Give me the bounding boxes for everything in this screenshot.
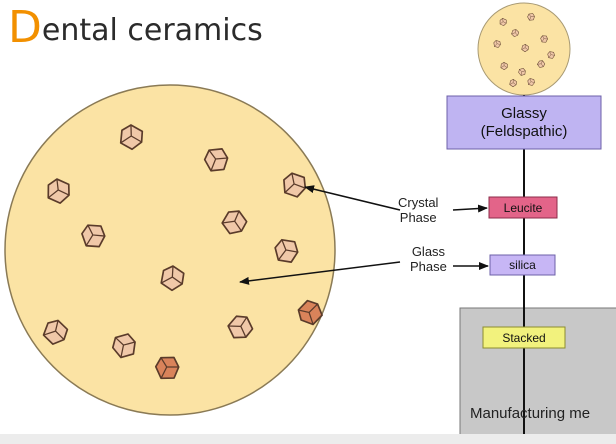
crystal-icon: [227, 315, 254, 339]
stacked-label: Stacked: [502, 330, 546, 345]
crystal-group: [42, 124, 323, 380]
crystal-icon: [160, 265, 185, 292]
slide-title: Dental ceramics: [8, 6, 263, 50]
crystal-icon: [119, 124, 144, 151]
crystal-to-leucite-arrow: [452, 204, 488, 213]
small-crystal-icon: [527, 13, 535, 21]
glassy-text: Glassy: [501, 104, 547, 122]
stacked-box: [482, 326, 566, 349]
crystal-phase-label: Crystal Phase: [398, 195, 438, 225]
small-crystal-icon: [511, 29, 520, 37]
crystal-icon: [81, 224, 106, 248]
footer-bar: [0, 434, 616, 444]
glass-phase-label: Glass Phase: [410, 244, 447, 274]
silica-box: [489, 254, 556, 276]
crystal-icon: [203, 148, 229, 172]
crystal-icon: [283, 172, 307, 198]
crystal-icon: [154, 356, 180, 380]
small-crystal-icon: [521, 44, 529, 53]
glassy-box: [446, 95, 602, 150]
glassy-box-label: Glassy (Feldspathic): [447, 96, 601, 149]
glass-phase-label-text: Glass Phase: [410, 244, 447, 274]
crystal-icon: [42, 319, 69, 345]
leucite-label: Leucite: [503, 200, 543, 215]
manufacturing-label: Manufacturing me: [470, 405, 591, 422]
feldspathic-text: (Feldspathic): [480, 122, 568, 140]
crystal-icon: [221, 210, 248, 235]
title-initial: D: [8, 2, 42, 53]
leucite-box: [488, 196, 558, 219]
small-crystal-icon: [499, 18, 507, 26]
small-crystal-icon: [547, 51, 555, 59]
crystal-icon: [111, 333, 136, 359]
small-crystal-icon: [509, 79, 517, 88]
small-crystal-icon: [537, 60, 546, 68]
title-rest: ental ceramics: [41, 13, 263, 48]
small-crystal-icon: [500, 62, 508, 70]
small-crystal-group: [493, 13, 555, 88]
microstructure-disc: [4, 84, 336, 416]
crystal-icon: [297, 299, 323, 326]
crystal-icon: [47, 178, 70, 204]
silica-label: silica: [509, 258, 536, 272]
crystal-icon: [274, 238, 299, 263]
small-crystal-icon: [527, 78, 535, 86]
glass-phase-arrow: [239, 261, 401, 285]
crystal-phase-label-text: Crystal Phase: [398, 195, 439, 225]
small-crystal-icon: [540, 35, 548, 43]
crystal-phase-arrow: [304, 185, 401, 211]
small-crystal-icon: [493, 40, 501, 48]
small-crystal-icon: [518, 68, 526, 76]
